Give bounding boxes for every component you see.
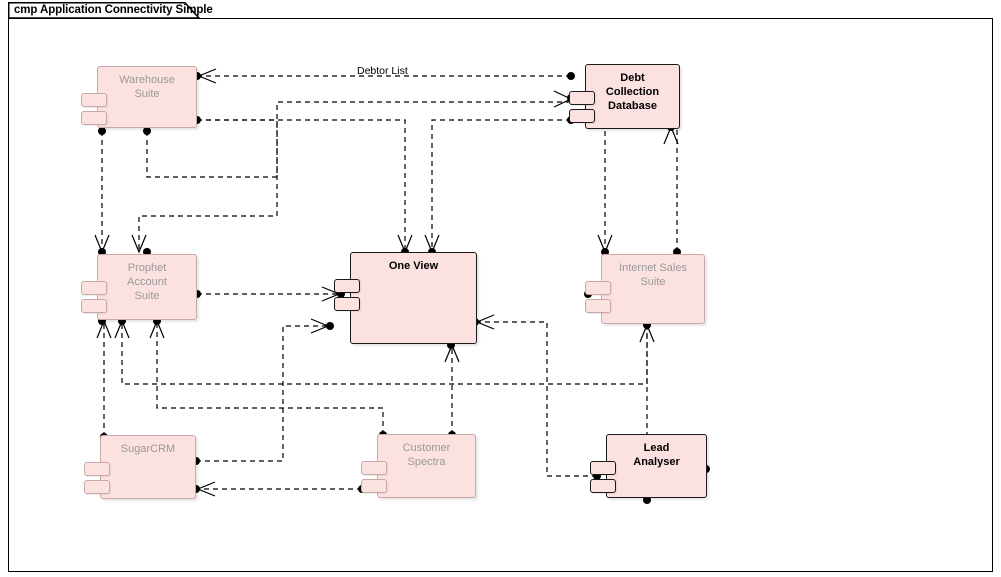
- component-label: Customer Spectra: [402, 442, 451, 468]
- component-warehouse-suite[interactable]: Warehouse Suite: [81, 66, 197, 128]
- component-tab-upper-icon: [81, 93, 107, 107]
- component-customer-spectra[interactable]: Customer Spectra: [361, 434, 476, 498]
- component-tab-lower-icon: [81, 299, 107, 313]
- component-tab-lower-icon: [361, 479, 387, 493]
- frame-title: cmp Application Connectivity Simple: [14, 4, 213, 16]
- component-prophet-account-suite[interactable]: Prophet Account Suite: [81, 254, 197, 320]
- component-one-view[interactable]: One View: [334, 252, 477, 344]
- frame-title-tab: [8, 2, 201, 19]
- component-label: Prophet Account Suite: [127, 262, 167, 302]
- component-internet-sales-suite[interactable]: Internet Sales Suite: [585, 254, 705, 324]
- component-tab-lower-icon: [81, 111, 107, 125]
- component-label: Internet Sales Suite: [619, 262, 687, 288]
- component-lead-analyser[interactable]: Lead Analyser: [590, 434, 707, 498]
- component-label: Lead Analyser: [633, 442, 680, 468]
- component-tab-upper-icon: [334, 279, 360, 293]
- component-tab-upper-icon: [569, 91, 595, 105]
- component-tab-lower-icon: [84, 480, 110, 494]
- component-tab-lower-icon: [585, 299, 611, 313]
- component-label: SugarCRM: [120, 443, 176, 455]
- component-label: Debt Collection Database: [605, 72, 660, 112]
- component-tab-lower-icon: [334, 297, 360, 311]
- component-tab-upper-icon: [590, 461, 616, 475]
- component-debt-collection-db[interactable]: Debt Collection Database: [569, 64, 680, 129]
- component-label: Warehouse Suite: [119, 74, 175, 100]
- edge-label-debtor-list: Debtor List: [357, 65, 408, 77]
- component-tab-upper-icon: [81, 281, 107, 295]
- component-tab-lower-icon: [569, 109, 595, 123]
- component-tab-upper-icon: [585, 281, 611, 295]
- component-label: One View: [388, 260, 439, 272]
- component-tab-upper-icon: [361, 461, 387, 475]
- component-tab-upper-icon: [84, 462, 110, 476]
- component-sugarcrm[interactable]: SugarCRM: [84, 435, 196, 499]
- component-tab-lower-icon: [590, 479, 616, 493]
